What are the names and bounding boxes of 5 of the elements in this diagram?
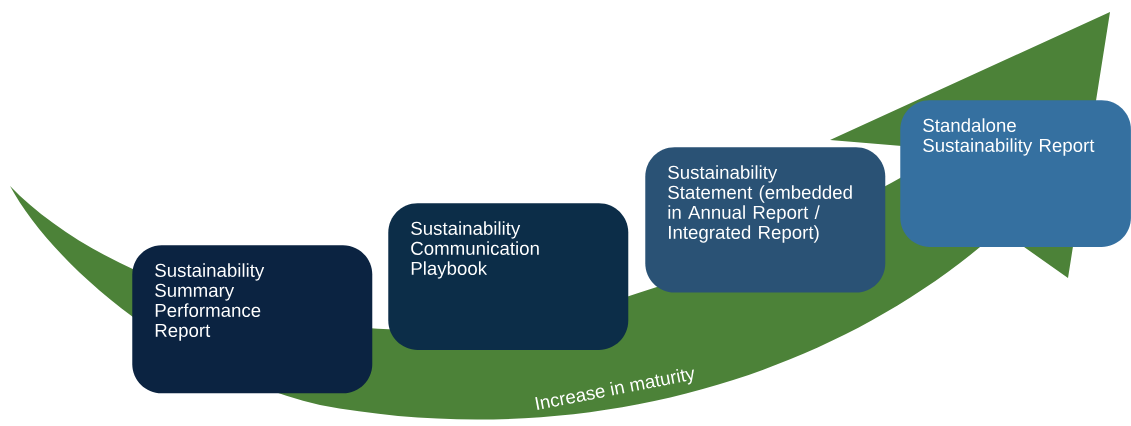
stage-box: Sustainability Summary Performance Report: [132, 245, 373, 394]
stage-box: Sustainability Communication Playbook: [388, 203, 629, 350]
stage-box: Standalone Sustainability Report: [900, 100, 1131, 247]
arrow-label: Increase in maturity: [535, 368, 694, 410]
stage-box: Sustainability Statement (embedded in Annual Report / Integrated Report): [645, 147, 886, 293]
